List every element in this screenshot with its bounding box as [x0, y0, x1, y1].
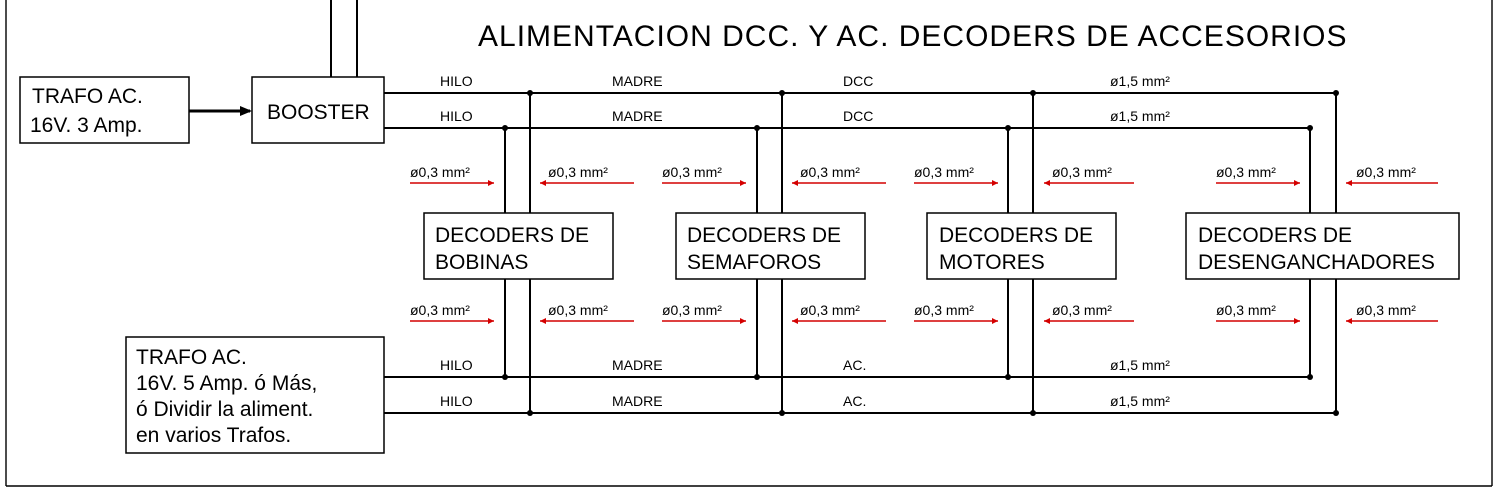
decoder-line1: DECODERS DE [939, 224, 1093, 247]
label-gauge-branch: ø0,3 mm² [1216, 302, 1276, 318]
label-madre: MADRE [612, 357, 663, 373]
label-madre: MADRE [612, 393, 663, 409]
trafo-dcc-line1: TRAFO AC. [32, 85, 143, 108]
label-gauge-branch: ø0,3 mm² [662, 164, 722, 180]
label-gauge-branch: ø0,3 mm² [1216, 164, 1276, 180]
label-ac: AC. [843, 393, 866, 409]
decoder-line2: SEMAFOROS [687, 251, 821, 274]
decoder-line1: DECODERS DE [1198, 224, 1352, 247]
label-ac: AC. [843, 357, 866, 373]
label-dcc: DCC [843, 73, 873, 89]
drawing-frame [5, 0, 1493, 487]
label-gauge-branch: ø0,3 mm² [662, 302, 722, 318]
branch-gauge-labels-bottom: ø0,3 mm² ø0,3 mm² ø0,3 mm² ø0,3 mm² ø0,3… [410, 302, 1438, 324]
decoder-line2: MOTORES [939, 251, 1045, 274]
trafo-ac-line4: en varios Trafos. [136, 424, 291, 447]
booster-box: BOOSTER [251, 76, 385, 144]
label-gauge-main: ø1,5 mm² [1110, 108, 1170, 124]
branch-gauge-labels-top: ø0,3 mm² ø0,3 mm² ø0,3 mm² ø0,3 mm² ø0,3… [410, 164, 1438, 186]
label-gauge-branch: ø0,3 mm² [1052, 164, 1112, 180]
trafo-ac-line1: TRAFO AC. [136, 346, 247, 369]
label-hilo: HILO [440, 73, 473, 89]
dcc-bus-labels: HILO MADRE DCC ø1,5 mm² HILO MADRE DCC ø… [440, 73, 1170, 124]
label-gauge-branch: ø0,3 mm² [914, 302, 974, 318]
label-gauge-branch: ø0,3 mm² [410, 302, 470, 318]
ac-bus [384, 376, 1336, 414]
trafo-dcc-line2: 16V. 3 Amp. [30, 114, 142, 137]
decoder-line2: DESENGANCHADORES [1198, 251, 1435, 274]
decoder-box-bobinas: DECODERS DE BOBINAS [423, 212, 614, 280]
label-gauge-main: ø1,5 mm² [1110, 73, 1170, 89]
junction-dots [502, 90, 1339, 416]
diagram-title: ALIMENTACION DCC. Y AC. DECODERS DE ACCE… [478, 20, 1348, 53]
label-gauge-branch: ø0,3 mm² [410, 164, 470, 180]
label-hilo: HILO [440, 357, 473, 373]
ac-bus-labels: HILO MADRE AC. ø1,5 mm² HILO MADRE AC. ø… [440, 357, 1170, 409]
label-gauge-branch: ø0,3 mm² [1356, 302, 1416, 318]
label-gauge-branch: ø0,3 mm² [548, 164, 608, 180]
decoder-line1: DECODERS DE [687, 224, 841, 247]
decoder-box-motores: DECODERS DE MOTORES [926, 212, 1117, 280]
label-gauge-branch: ø0,3 mm² [548, 302, 608, 318]
label-gauge-main: ø1,5 mm² [1110, 357, 1170, 373]
label-gauge-branch: ø0,3 mm² [914, 164, 974, 180]
label-madre: MADRE [612, 108, 663, 124]
decoder-box-semaforos: DECODERS DE SEMAFOROS [675, 212, 866, 280]
trafo-ac-line3: ó Dividir la aliment. [136, 398, 313, 421]
booster-feed-lines [330, 0, 358, 77]
decoder-line2: BOBINAS [435, 251, 528, 274]
booster-label: BOOSTER [267, 101, 370, 124]
label-dcc: DCC [843, 108, 873, 124]
label-hilo: HILO [440, 393, 473, 409]
label-gauge-branch: ø0,3 mm² [800, 302, 860, 318]
decoder-line1: DECODERS DE [435, 224, 589, 247]
decoder-box-desenganchadores: DECODERS DE DESENGANCHADORES [1185, 212, 1460, 280]
trafo-dcc-box: TRAFO AC. 16V. 3 Amp. [19, 76, 190, 144]
label-gauge-main: ø1,5 mm² [1110, 393, 1170, 409]
label-gauge-branch: ø0,3 mm² [1356, 164, 1416, 180]
label-gauge-branch: ø0,3 mm² [1052, 302, 1112, 318]
trafo-ac-line2: 16V. 5 Amp. ó Más, [136, 372, 317, 395]
label-gauge-branch: ø0,3 mm² [800, 164, 860, 180]
label-hilo: HILO [440, 108, 473, 124]
trafo-ac-box: TRAFO AC. 16V. 5 Amp. ó Más, ó Dividir l… [125, 336, 385, 454]
label-madre: MADRE [612, 73, 663, 89]
